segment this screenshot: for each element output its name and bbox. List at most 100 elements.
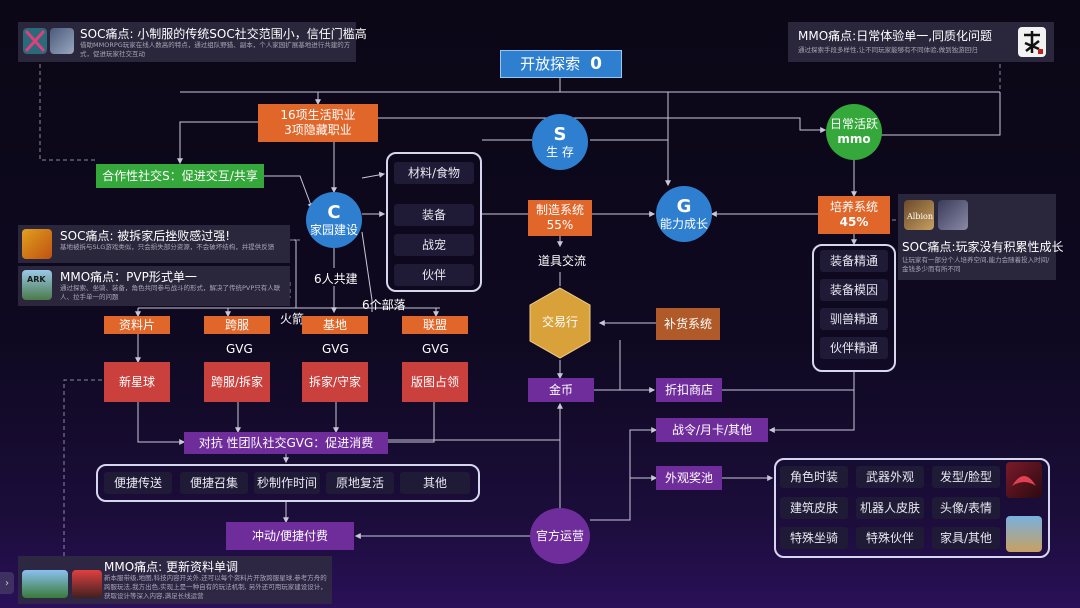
train-items-frame: [812, 244, 896, 372]
official-operations-node: 官方运营: [530, 508, 590, 564]
pain-point-desc: 通过探索手段多样性,让不同玩家能够有不同体验,做到独游回归: [798, 46, 978, 54]
planet-game-icon: [22, 570, 68, 598]
train-item: 伙伴精通: [820, 337, 888, 359]
mobile-game-icon: [938, 200, 968, 230]
material-item: 材料/食物: [394, 162, 474, 184]
pain-point-mmo-left: ARK MMO痛点：PVP形式单一 通过探索、坐骑、装备，角色共同参与战斗的形式…: [18, 266, 290, 306]
daily-line2: mmo: [837, 132, 871, 146]
life-jobs-line1: 16项生活职业: [280, 108, 356, 122]
cosmetic-item: 建筑皮肤: [780, 497, 848, 519]
gacha-node: 外观奖池: [656, 466, 722, 490]
restock-node: 补货系统: [656, 308, 720, 340]
clash-game-icon: [22, 229, 52, 259]
six-tribes-label: 6个部落: [362, 298, 406, 312]
gold-node: 金币: [528, 378, 594, 402]
battle-pass-label: 战令/月卡/其他: [671, 422, 753, 437]
cosmetic-item: 家具/其他: [932, 527, 1000, 549]
zone-action-node: 拆家/守家: [302, 362, 368, 402]
explore-value: 0: [590, 53, 602, 74]
home-letter: C: [327, 201, 341, 223]
open-explore-node: 开放探索 0: [500, 50, 622, 78]
survival-label: 生 存: [546, 144, 574, 159]
material-item: 装备: [394, 204, 474, 226]
exchange-label: 交易行: [541, 314, 578, 329]
convenience-item: 其他: [400, 472, 470, 494]
pain-point-desc: 让玩家有一部分个人培养空间,能力会随着投入时间/金钱多少而有所不同: [902, 256, 1050, 273]
gold-label: 金币: [548, 382, 573, 397]
pain-point-title: MMO痛点: 更新资料单调: [104, 560, 239, 574]
cosmetics-frame: [774, 458, 1050, 558]
survival-node: S 生 存: [532, 114, 588, 170]
cosmetic-item: 机器人皮肤: [856, 497, 924, 519]
cosmetic-item: 武器外观: [856, 466, 924, 488]
pubg-game-icon: [1006, 516, 1042, 552]
discount-shop-node: 折扣商店: [656, 378, 722, 402]
game-art-icon: [50, 28, 74, 54]
cosmetic-item: 特殊伙伴: [856, 527, 924, 549]
pain-point-title: SOC痛点:玩家没有积累性成长: [902, 240, 1064, 254]
pain-point-title: MMO痛点:日常体验单一,同质化问题: [798, 29, 993, 43]
daily-activity-node: 日常活跃 mmo: [826, 104, 882, 160]
cosmetic-item: 头像/表情: [932, 497, 1000, 519]
train-line2: 45%: [839, 215, 869, 229]
pain-point-title: MMO痛点：PVP形式单一: [60, 270, 197, 284]
zone-action-node: 新星球: [104, 362, 170, 402]
arrow-label: 火箭: [280, 312, 305, 326]
cosmetic-item: 特殊坐骑: [780, 527, 848, 549]
growth-label: 能力成长: [659, 216, 708, 231]
gvg-label: GVG: [226, 342, 253, 356]
calligraphy-icon: [1018, 27, 1046, 57]
life-jobs-node: 16项生活职业 3项隐藏职业: [258, 104, 378, 142]
convenience-item: 原地复活: [326, 472, 394, 494]
impulse-pay-label: 冲动/便捷付费: [251, 528, 329, 543]
albion-game-icon: Albion: [904, 200, 934, 230]
convenience-item: 便捷召集: [180, 472, 248, 494]
restock-label: 补货系统: [663, 316, 712, 331]
zone-node: 跨服: [204, 316, 270, 334]
dragon-game-icon: [1006, 462, 1042, 498]
growth-letter: G: [676, 195, 692, 217]
train-item: 装备精通: [820, 250, 888, 272]
convenience-item: 秒制作时间: [254, 472, 320, 494]
operations-label: 官方运营: [535, 528, 584, 543]
home-building-node: C 家园建设: [306, 192, 362, 248]
home-label: 家园建设: [309, 222, 358, 237]
zone-action-node: 版图占领: [402, 362, 468, 402]
craft-line2: 55%: [546, 218, 574, 232]
x-logo-icon: [23, 28, 47, 54]
material-item: 伙伴: [394, 264, 474, 286]
craft-line1: 制造系统: [535, 203, 584, 217]
material-item: 战宠: [394, 234, 474, 256]
side-panel-handle[interactable]: ›: [0, 572, 14, 594]
exchange-node: [529, 287, 591, 359]
pain-point-soc-right: Albion SOC痛点:玩家没有积累性成长 让玩家有一部分个人培养空间,能力会…: [898, 194, 1064, 280]
zone-action-node: 跨服/拆家: [204, 362, 270, 402]
gvg-social-label: 对抗 性团队社交GVG：促进消费: [198, 435, 374, 450]
zone-node: 基地: [302, 316, 368, 334]
pain-point-title: SOC痛点: 被拆家后挫败感过强!: [60, 229, 231, 243]
train-item: 装备模因: [820, 279, 888, 301]
daily-line1: 日常活跃: [829, 117, 878, 131]
train-system-node: 培养系统 45%: [818, 196, 890, 234]
explore-label: 开放探索: [520, 54, 581, 73]
chevron-right-icon: ›: [5, 577, 9, 589]
zone-node: 联盟: [402, 316, 468, 334]
pain-point-soc-left: SOC痛点: 被拆家后挫败感过强! 基地被拆与SLG游戏类似，只会损失部分资源，…: [18, 225, 290, 263]
racing-game-icon: [72, 570, 102, 598]
coop-label: 合作性社交S：促进交互/共享: [102, 168, 258, 183]
battle-pass-node: 战令/月卡/其他: [656, 418, 768, 442]
pain-point-soc-top: SOC痛点: 小制服的传统SOC社交范围小，信任门槛高 借助MMORPG玩家在线…: [18, 22, 367, 62]
convenience-item: 便捷传送: [104, 472, 172, 494]
discount-shop-label: 折扣商店: [664, 382, 713, 397]
svg-text:ARK: ARK: [27, 275, 46, 284]
trade-label: 道具交流: [538, 254, 587, 268]
materials-frame: [386, 152, 482, 292]
survival-letter: S: [553, 123, 567, 145]
growth-node: G 能力成长: [656, 186, 712, 242]
gvg-label: GVG: [422, 342, 449, 356]
conveniences-frame: [96, 464, 480, 502]
ark-game-icon: ARK: [22, 270, 52, 300]
craft-system-node: 制造系统 55%: [528, 200, 592, 236]
train-item: 驯兽精通: [820, 308, 888, 330]
